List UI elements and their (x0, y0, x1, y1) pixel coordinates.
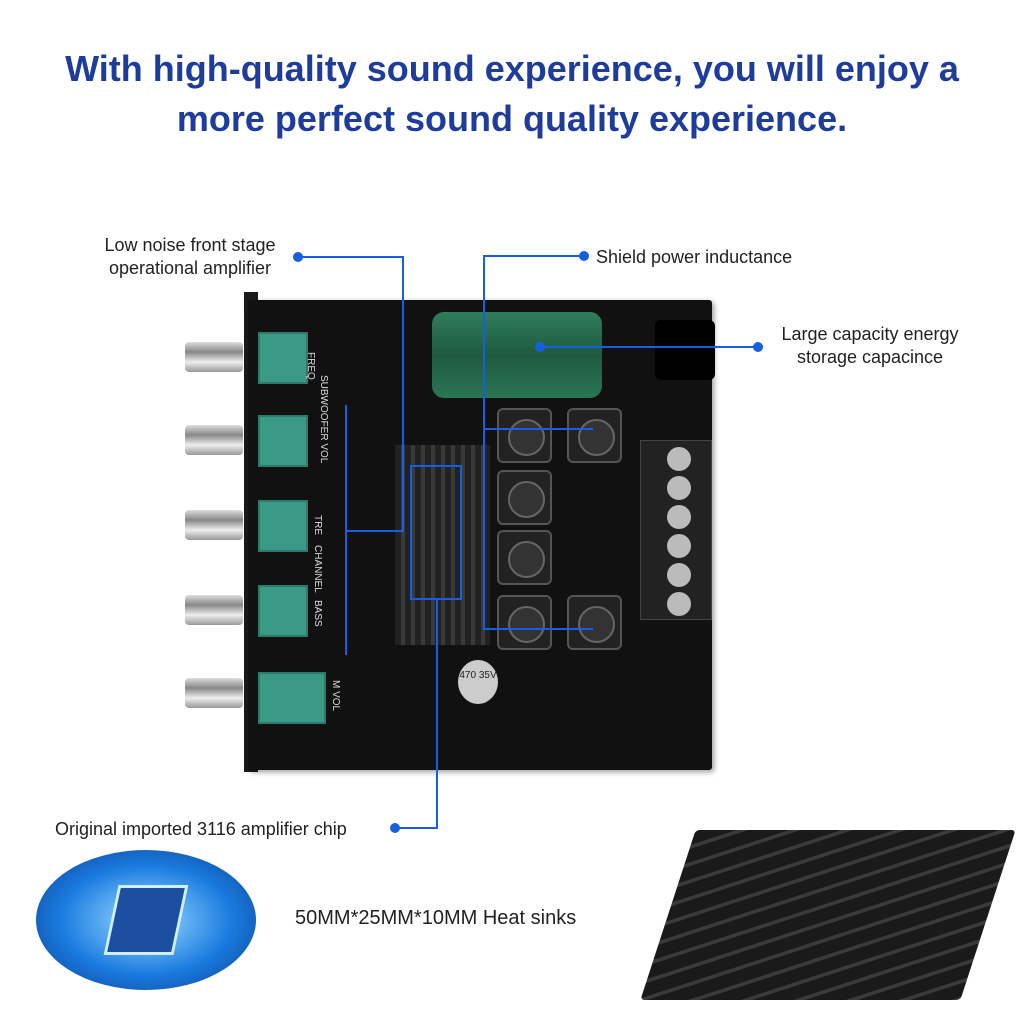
callout-op-amp: Low noise front stage operational amplif… (104, 235, 276, 278)
callout-inductance: Shield power inductance (596, 247, 793, 267)
callout-dot (753, 342, 763, 352)
screw-icon (667, 476, 691, 500)
screw-icon (667, 447, 691, 471)
inductor (567, 408, 622, 463)
chip-illustration (36, 850, 256, 990)
screw-icon (667, 563, 691, 587)
potentiometer (258, 500, 308, 552)
treble-knob (185, 510, 243, 540)
potentiometer (258, 332, 308, 384)
inductor (497, 595, 552, 650)
freq-knob (185, 342, 243, 372)
inductor (497, 408, 552, 463)
bass-knob (185, 595, 243, 625)
heatsink-label: 50MM*25MM*10MM Heat sinks (295, 907, 577, 929)
callout-line (540, 346, 758, 348)
screw-icon (667, 505, 691, 529)
dc-jack (655, 320, 715, 380)
callout-line (483, 255, 485, 630)
potentiometer (258, 672, 326, 724)
heatsink-image (640, 830, 1016, 1000)
callout-capacitor: Large capacity energy storage capacince (781, 324, 959, 367)
headline: With high-quality sound experience, you … (0, 44, 1024, 144)
callout-line (402, 256, 404, 531)
master-vol-knob (185, 678, 243, 708)
callout-line (298, 256, 404, 258)
silkscreen-label: M VOL (330, 680, 341, 712)
terminal-block (640, 440, 712, 620)
callout-line (483, 428, 593, 430)
headline-line-1: With high-quality sound experience, you … (65, 48, 959, 89)
screw-icon (667, 534, 691, 558)
callout-line (345, 530, 404, 532)
silkscreen-label: FREQ (305, 352, 316, 380)
callout-line (395, 827, 438, 829)
callout-line (345, 405, 347, 655)
silkscreen-label: SUBWOOFER VOL (318, 375, 329, 464)
headline-line-2: more perfect sound quality experience. (176, 98, 848, 139)
callout-chip: Original imported 3116 amplifier chip (55, 819, 347, 839)
silkscreen-label: CHANNEL (312, 545, 323, 593)
chip-highlight-box (410, 465, 462, 600)
potentiometer (258, 585, 308, 637)
callout-dot (579, 251, 589, 261)
inductor (497, 470, 552, 525)
inductor (497, 530, 552, 585)
chip-icon (103, 885, 189, 955)
callout-line (483, 628, 593, 630)
silkscreen-label: BASS (312, 600, 323, 627)
screw-icon (667, 592, 691, 616)
inductor (567, 595, 622, 650)
electrolytic-capacitor (432, 312, 602, 398)
silkscreen-label: TRE (312, 515, 323, 535)
callout-line (436, 598, 438, 829)
subwoofer-vol-knob (185, 425, 243, 455)
potentiometer (258, 415, 308, 467)
small-capacitor: 470 35V (458, 660, 498, 704)
callout-line (483, 255, 583, 257)
